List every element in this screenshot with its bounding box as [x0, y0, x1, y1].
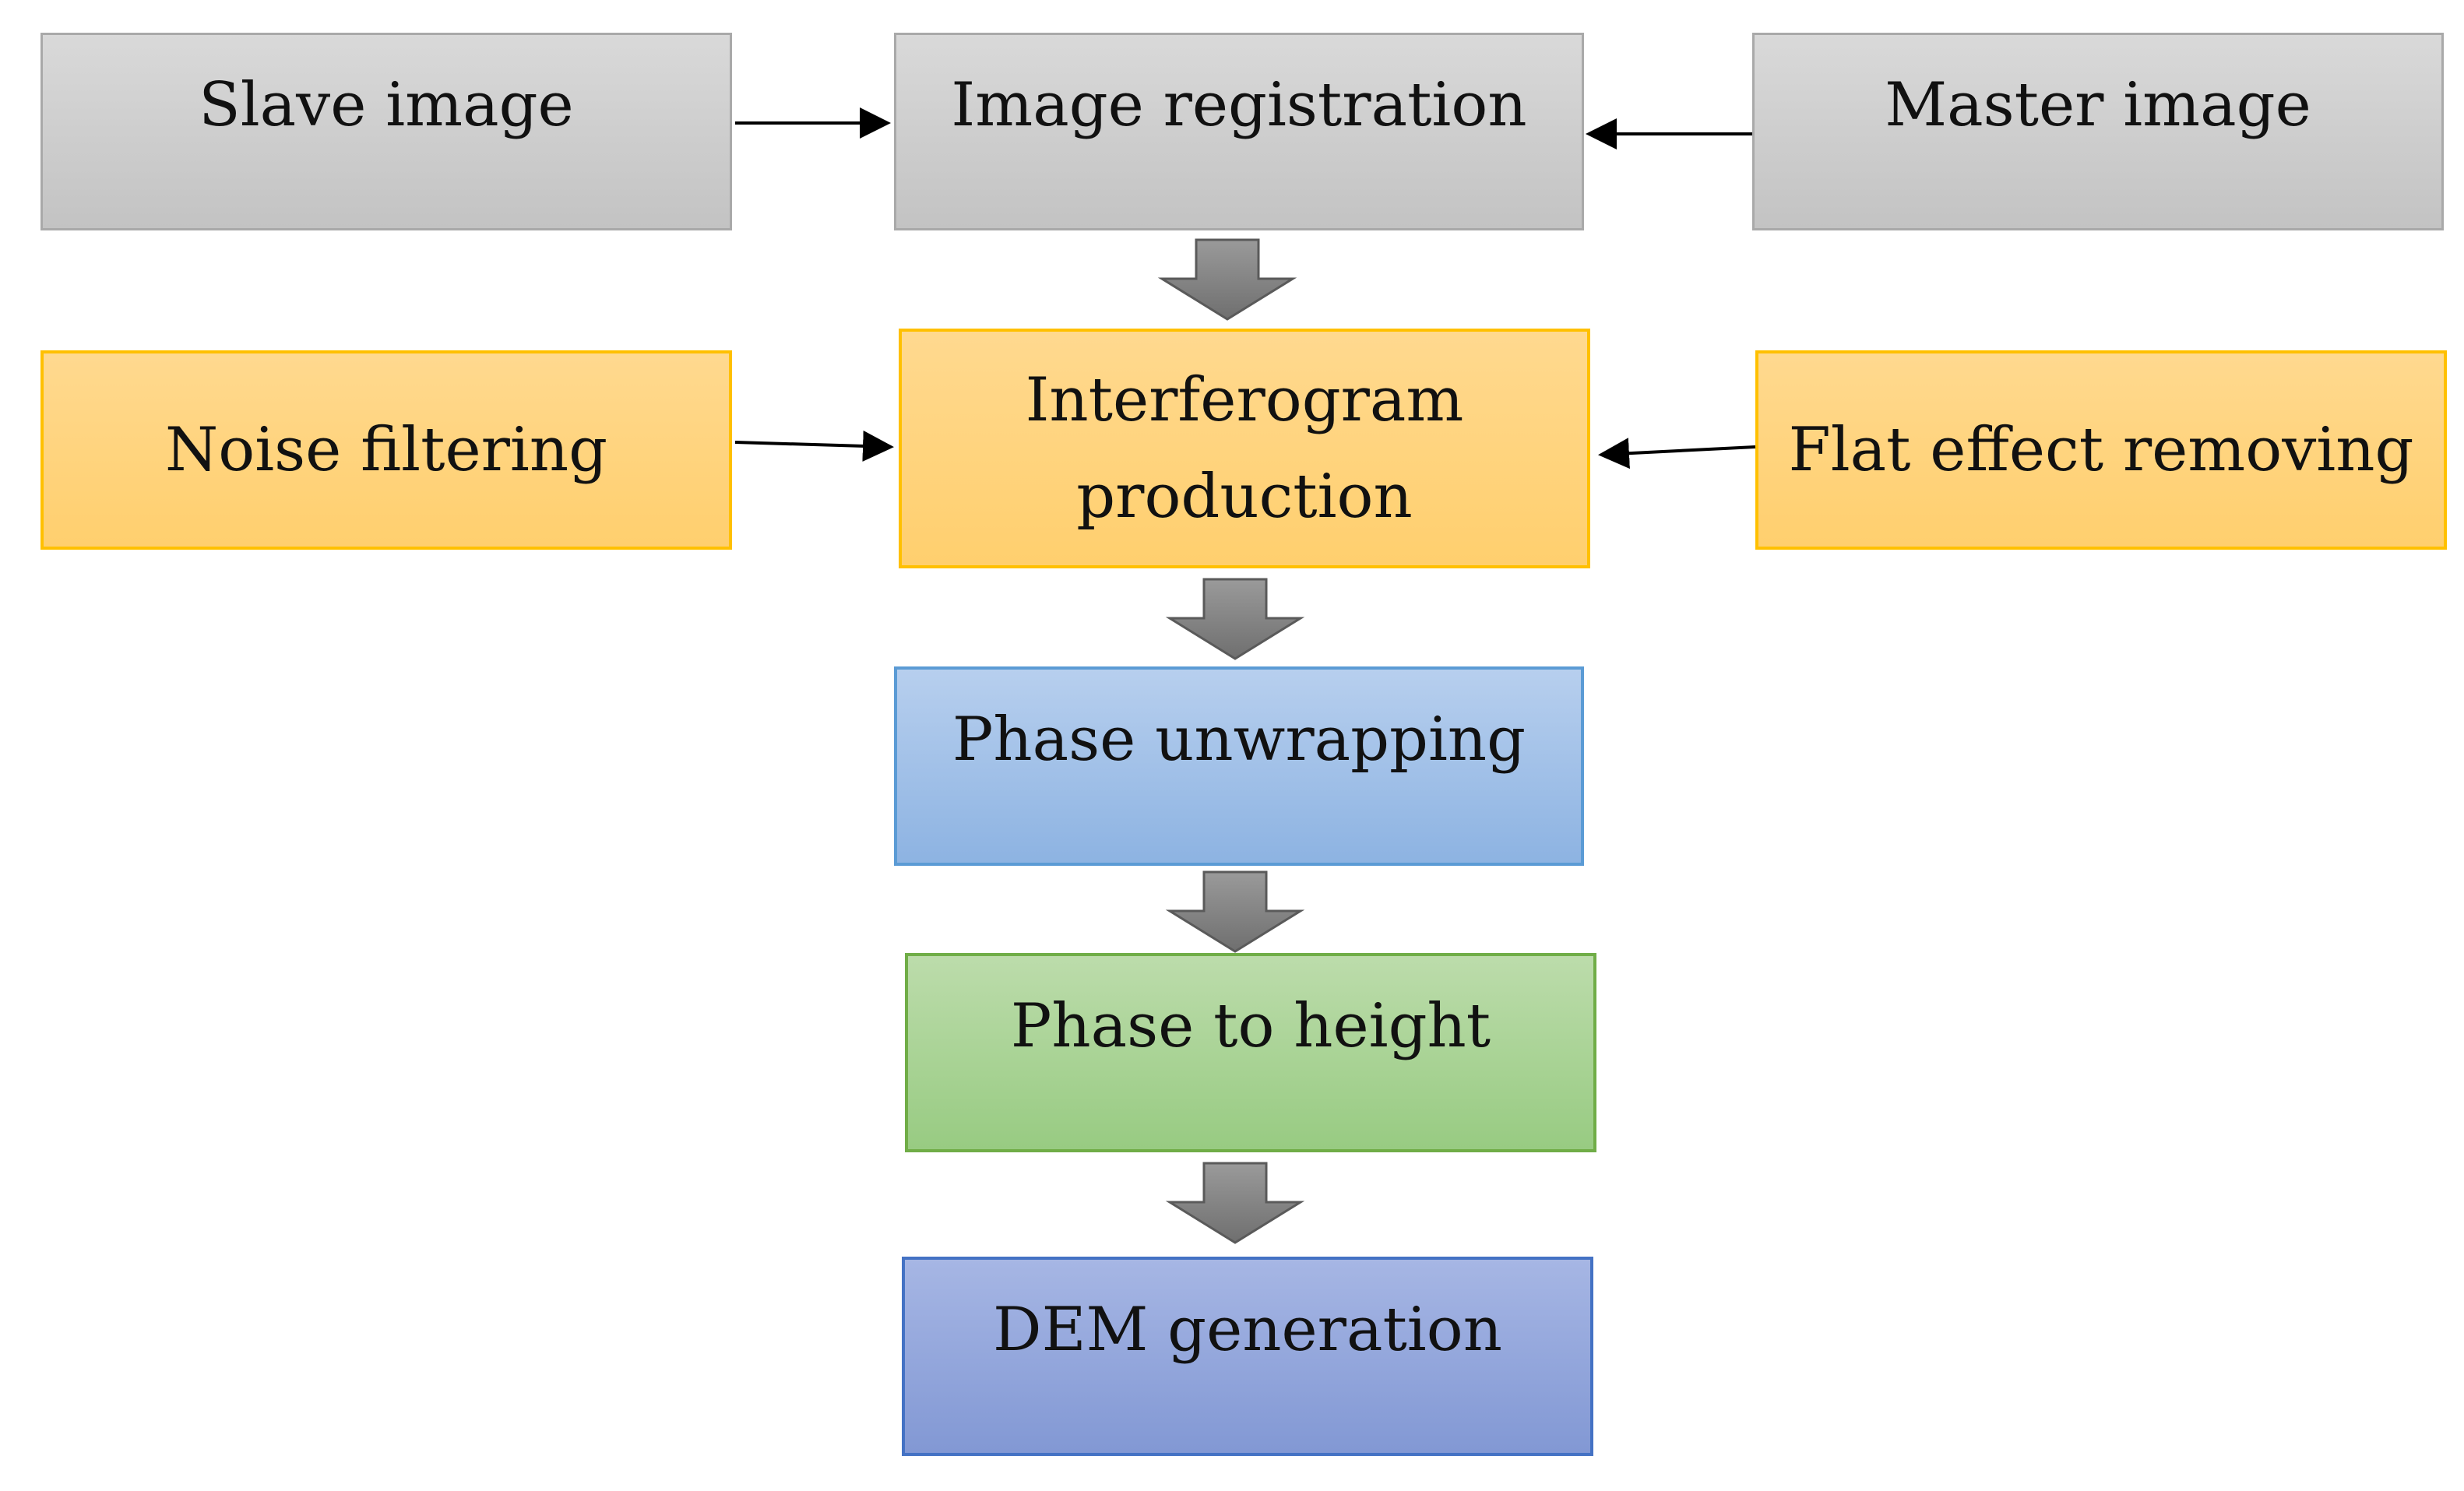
dem-generation-label: DEM generation [993, 1295, 1502, 1365]
flat-to-interferogram-arrow [1598, 438, 1756, 469]
slave-image-label: Slave image [199, 70, 574, 140]
noise-filtering-label: Noise filtering [164, 415, 607, 485]
master-image-label: Master image [1885, 70, 2311, 140]
height-to-dem-block-arrow [1165, 1162, 1305, 1244]
flat-effect-removing-label: Flat effect removing [1788, 415, 2414, 485]
dem-generation-node: DEM generation [902, 1257, 1593, 1456]
image-registration-node: Image registration [894, 33, 1584, 230]
noise-to-interferogram-arrow [734, 430, 894, 462]
master-image-node: Master image [1752, 33, 2444, 230]
interferogram-to-unwrapping-block-arrow [1165, 578, 1305, 660]
flat-effect-removing-node: Flat effect removing [1755, 350, 2447, 550]
interferogram-production-label: Interferogram production [1026, 352, 1464, 545]
phase-to-height-node: Phase to height [905, 953, 1596, 1152]
phase-unwrapping-node: Phase unwrapping [894, 666, 1584, 866]
slave-image-node: Slave image [40, 33, 732, 230]
phase-to-height-label: Phase to height [1010, 991, 1491, 1061]
interferogram-production-line-2: production [1076, 462, 1413, 532]
interferogram-production-line-1: Interferogram [1025, 365, 1464, 435]
registration-to-interferogram-block-arrow [1157, 238, 1297, 321]
interferogram-production-node: Interferogram production [899, 329, 1590, 568]
unwrapping-to-height-block-arrow [1165, 870, 1305, 953]
phase-unwrapping-label: Phase unwrapping [952, 705, 1526, 775]
image-registration-label: Image registration [951, 70, 1527, 140]
noise-filtering-node: Noise filtering [40, 350, 732, 550]
